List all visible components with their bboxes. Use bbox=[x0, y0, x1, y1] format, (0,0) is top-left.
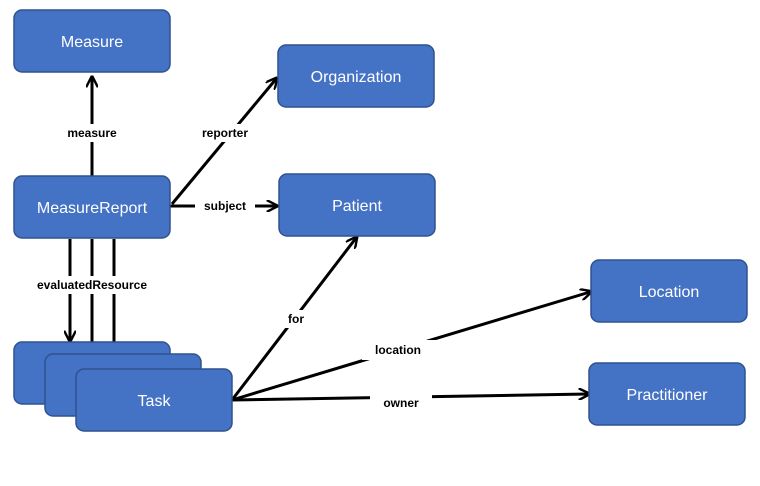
edge-location-label-bg bbox=[362, 340, 436, 360]
node-task-label: Task bbox=[138, 393, 172, 410]
edge-owner-label-bg bbox=[370, 394, 432, 412]
edge-measure: measure bbox=[62, 78, 122, 176]
edge-reporter: reporter bbox=[170, 79, 276, 205]
node-measure-label: Measure bbox=[61, 34, 123, 51]
edge-location-label: location bbox=[375, 343, 421, 357]
edge-for: for bbox=[230, 238, 356, 401]
node-practitioner: Practitioner bbox=[588, 362, 746, 426]
edge-measure-label: measure bbox=[67, 126, 117, 140]
edge-reporter-label-bg bbox=[193, 124, 257, 142]
node-location: Location bbox=[590, 259, 748, 323]
edge-for-label: for bbox=[288, 312, 304, 326]
node-measure-report-label: MeasureReport bbox=[37, 200, 148, 217]
node-organization: Organization bbox=[277, 44, 435, 108]
edge-subject: subject bbox=[170, 197, 276, 215]
node-task: Task bbox=[75, 368, 233, 432]
node-practitioner-label: Practitioner bbox=[627, 387, 709, 404]
edge-subject-label-bg bbox=[195, 197, 255, 215]
node-measure-report: MeasureReport bbox=[13, 175, 171, 239]
edge-evaluated-resource: evaluatedResource bbox=[32, 239, 152, 366]
node-patient: Patient bbox=[278, 173, 436, 237]
edge-owner: owner bbox=[231, 394, 588, 412]
node-organization-label: Organization bbox=[311, 69, 402, 86]
edge-for-label-bg bbox=[282, 310, 310, 328]
edge-owner-label: owner bbox=[383, 396, 419, 410]
edge-location: location bbox=[231, 292, 590, 402]
node-measure: Measure bbox=[13, 9, 171, 73]
edge-measure-label-bg bbox=[62, 124, 122, 142]
node-location-label: Location bbox=[639, 284, 700, 301]
edge-reporter-label: reporter bbox=[202, 126, 248, 140]
edge-evaluated-resource-label: evaluatedResource bbox=[37, 278, 147, 292]
edge-subject-label: subject bbox=[204, 199, 246, 213]
node-patient-label: Patient bbox=[332, 198, 382, 215]
edge-evaluated-resource-label-bg bbox=[32, 276, 152, 294]
